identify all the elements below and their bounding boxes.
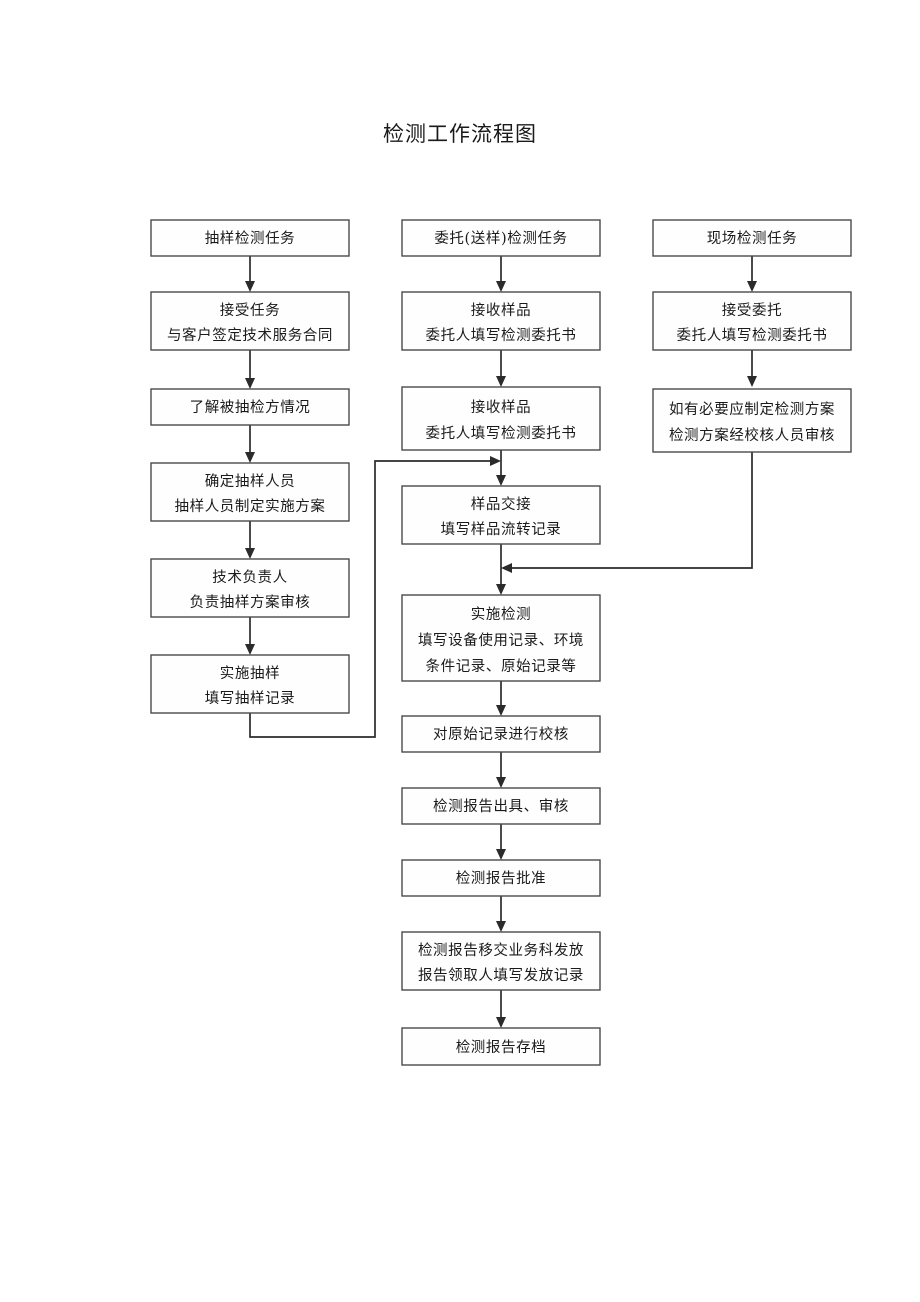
node-c3n3[interactable]: 如有必要应制定检测方案 检测方案经校核人员审核: [652, 388, 852, 453]
node-c2n3-line-1: 接收样品: [471, 399, 531, 416]
column-entrusted-inspection: 委托(送样)检测任务 接收样品 委托人填写检测委托书 接收样品 委托人填写检测委…: [401, 219, 601, 1066]
node-c2n5-line-3: 条件记录、原始记录等: [426, 657, 577, 675]
node-c2n9-line-1: 检测报告移交业务科发放: [418, 941, 584, 959]
node-c1n6-line-1: 实施抽样: [220, 665, 280, 682]
node-c1n5-line-2: 负责抽样方案审核: [190, 593, 311, 611]
node-c2n10-line-1: 检测报告存档: [456, 1039, 547, 1056]
edge-c2n4-c2n5: [496, 544, 506, 595]
node-c3n1-line-1: 现场检测任务: [707, 230, 798, 247]
edge-c2n7-c2n8: [496, 824, 506, 860]
edge-c1n4-c1n5: [245, 521, 255, 559]
page-title: 检测工作流程图: [383, 122, 537, 146]
edge-c3n2-c3n3: [747, 350, 757, 387]
node-c2n5-line-2: 填写设备使用记录、环境: [418, 631, 584, 649]
node-c2n8-line-1: 检测报告批准: [456, 870, 547, 887]
edge-c2n9-c2n10: [496, 990, 506, 1028]
column-sampling-inspection: 抽样检测任务 接受任务 与客户签定技术服务合同 了解被抽检方情况 确定抽样人员 …: [150, 219, 350, 714]
node-c1n2-line-2: 与客户签定技术服务合同: [167, 327, 333, 344]
node-c1n5[interactable]: 技术负责人 负责抽样方案审核: [150, 558, 350, 618]
edge-c1n3-c1n4: [245, 425, 255, 463]
node-c1n6[interactable]: 实施抽样 填写抽样记录: [150, 654, 350, 714]
node-c2n1-line-1: 委托(送样)检测任务: [434, 230, 567, 247]
node-c2n5-line-1: 实施检测: [471, 606, 531, 623]
node-c2n4-line-1: 样品交接: [471, 495, 531, 513]
edge-c3n1-c3n2: [747, 256, 757, 292]
edge-c3n3-c2n5: [501, 452, 753, 573]
edge-c2n3-c2n4: [496, 450, 506, 486]
node-c1n4-line-1: 确定抽样人员: [205, 473, 296, 490]
node-c3n2-line-2: 委托人填写检测委托书: [677, 327, 828, 344]
edge-c2n6-c2n7: [496, 752, 506, 788]
node-c1n4[interactable]: 确定抽样人员 抽样人员制定实施方案: [150, 462, 350, 522]
node-c2n7-line-1: 检测报告出具、审核: [433, 798, 569, 815]
node-c1n2[interactable]: 接受任务 与客户签定技术服务合同: [150, 291, 350, 351]
edge-c2n1-c2n2: [496, 256, 506, 292]
node-c3n1[interactable]: 现场检测任务: [652, 219, 852, 257]
node-c2n5[interactable]: 实施检测 填写设备使用记录、环境 条件记录、原始记录等: [401, 594, 601, 682]
node-c1n2-line-1: 接受任务: [220, 302, 280, 319]
node-c1n6-line-2: 填写抽样记录: [205, 690, 296, 707]
node-c2n7[interactable]: 检测报告出具、审核: [401, 787, 601, 825]
node-c2n9[interactable]: 检测报告移交业务科发放 报告领取人填写发放记录: [401, 931, 601, 991]
edge-c2n2-c2n3: [496, 350, 506, 387]
node-c2n3[interactable]: 接收样品 委托人填写检测委托书: [401, 386, 601, 451]
edge-c1n2-c1n3: [245, 350, 255, 389]
edge-c1n5-c1n6: [245, 617, 255, 655]
edge-c1n1-c1n2: [245, 256, 255, 292]
node-c1n3-line-1: 了解被抽检方情况: [190, 399, 311, 416]
node-c1n4-line-2: 抽样人员制定实施方案: [175, 497, 326, 515]
node-c2n2[interactable]: 接收样品 委托人填写检测委托书: [401, 291, 601, 351]
node-c1n1-line-1: 抽样检测任务: [205, 230, 296, 247]
node-c3n2[interactable]: 接受委托 委托人填写检测委托书: [652, 291, 852, 351]
node-c2n8[interactable]: 检测报告批准: [401, 859, 601, 897]
node-c2n10[interactable]: 检测报告存档: [401, 1027, 601, 1066]
node-c2n9-line-2: 报告领取人填写发放记录: [418, 967, 584, 984]
node-c1n3[interactable]: 了解被抽检方情况: [150, 388, 350, 426]
node-c2n6-line-1: 对原始记录进行校核: [433, 726, 569, 743]
node-c2n2-line-1: 接收样品: [471, 302, 531, 319]
node-c2n4-line-2: 填写样品流转记录: [441, 521, 562, 538]
edge-c2n8-c2n9: [496, 896, 506, 932]
node-c1n1[interactable]: 抽样检测任务: [150, 219, 350, 257]
node-c3n2-line-1: 接受委托: [722, 302, 782, 319]
column-onsite-inspection: 现场检测任务 接受委托 委托人填写检测委托书 如有必要应制定检测方案 检测方案经…: [652, 219, 852, 453]
node-c3n3-line-1: 如有必要应制定检测方案: [669, 400, 835, 418]
node-c2n2-line-2: 委托人填写检测委托书: [426, 327, 577, 344]
edge-c2n5-c2n6: [496, 681, 506, 716]
node-c2n4[interactable]: 样品交接 填写样品流转记录: [401, 485, 601, 545]
node-c2n3-line-2: 委托人填写检测委托书: [426, 425, 577, 442]
connector-layer: [245, 256, 757, 1028]
node-c2n1[interactable]: 委托(送样)检测任务: [401, 219, 601, 257]
node-c2n6[interactable]: 对原始记录进行校核: [401, 715, 601, 753]
edge-c1n6-c2n4: [249, 456, 501, 738]
node-c1n5-line-1: 技术负责人: [212, 569, 288, 586]
node-c3n3-line-2: 检测方案经校核人员审核: [669, 426, 835, 444]
